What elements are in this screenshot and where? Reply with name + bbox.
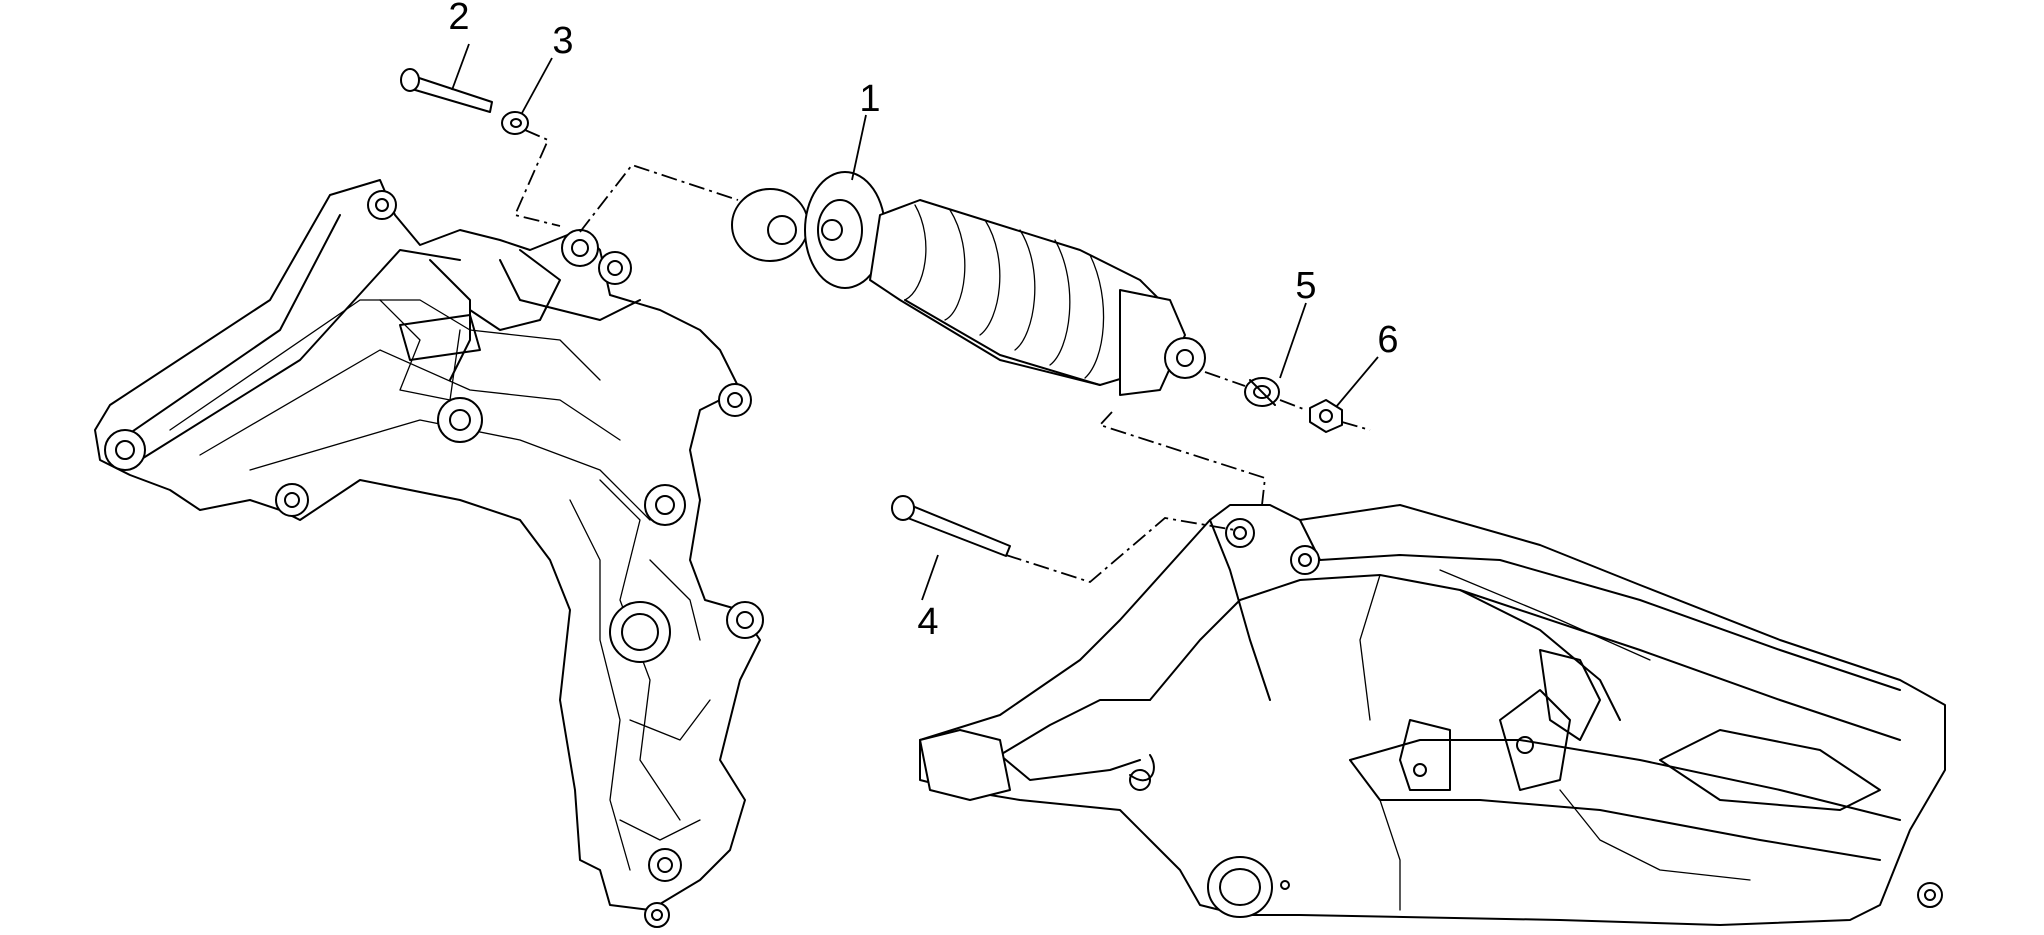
swingarm — [919, 504, 1946, 926]
washer-upper — [501, 111, 529, 135]
spacer-bushing — [1244, 377, 1280, 407]
callout-4: 4 — [917, 601, 938, 643]
nut — [1309, 399, 1343, 433]
bolt-upper — [400, 68, 493, 113]
shock-absorber — [731, 171, 1206, 396]
assembly-lines — [513, 129, 1371, 584]
leader-lines — [451, 43, 1379, 601]
frame-bracket — [94, 179, 764, 928]
callout-6: 6 — [1377, 319, 1398, 361]
callouts: 2 3 1 5 6 4 — [448, 0, 1398, 643]
bolt-lower — [891, 495, 1011, 557]
callout-3: 3 — [552, 20, 573, 62]
callout-5: 5 — [1295, 265, 1316, 307]
callout-2: 2 — [448, 0, 469, 38]
callout-1: 1 — [859, 78, 880, 120]
